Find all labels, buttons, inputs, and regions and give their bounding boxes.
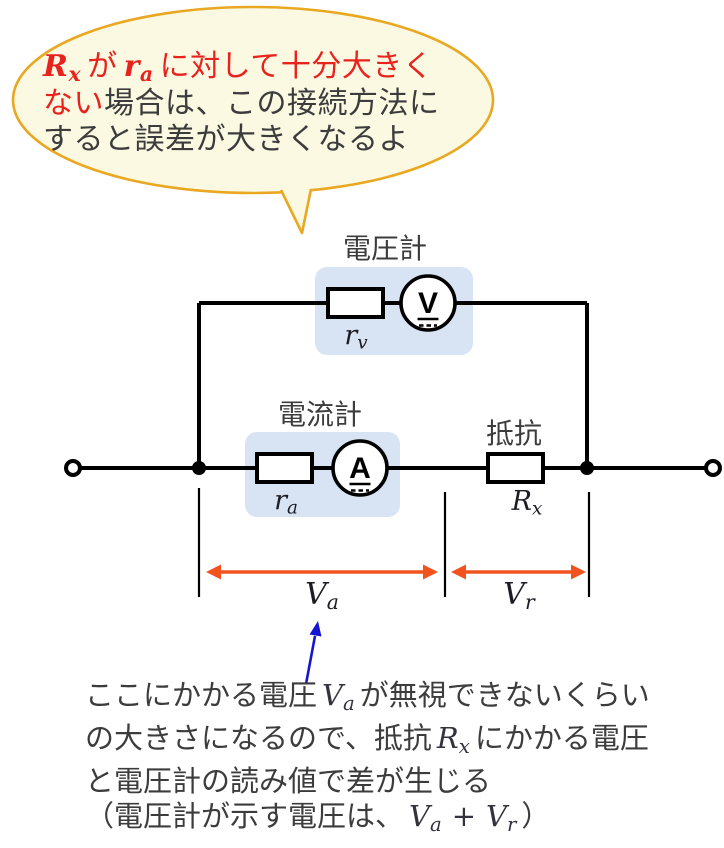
resistor-ra-symbol <box>255 452 314 484</box>
rx-label: Rx <box>511 486 543 520</box>
blue-pointer-arrowhead-icon <box>309 621 322 637</box>
math-va: Va <box>322 678 355 715</box>
bubble-line1-tail: に対して十分大きく <box>159 50 434 83</box>
resistor-rv-symbol <box>326 287 385 319</box>
junction-left-dot <box>192 461 206 475</box>
bubble-line3-text: すると誤差が大きくなるよ <box>43 123 409 156</box>
ammeter-label: 電流計 <box>277 399 363 430</box>
bubble-line2-rest: 場合は、この接続方法に <box>104 87 440 120</box>
resistor-label: 抵抗 <box>485 418 543 449</box>
voltmeter-letter: V <box>418 287 438 320</box>
terminal-right-icon <box>704 459 722 477</box>
resistor-rx-symbol <box>486 452 545 484</box>
vr-arrowhead-right-icon <box>571 564 586 580</box>
junction-right-dot <box>580 461 594 475</box>
bubble-line-3: すると誤差が大きくなるよ <box>43 123 409 156</box>
ra-label: ra <box>274 485 298 519</box>
bubble-line1-mid: が <box>87 50 118 83</box>
vr-label: Vr <box>503 577 535 615</box>
math-plus: + <box>451 799 477 834</box>
math-rx: Rx <box>43 49 82 87</box>
bubble-line-2: ない場合は、この接続方法に <box>43 87 440 120</box>
speech-bubble-tail <box>279 188 313 235</box>
va-arrowhead-right-icon <box>423 564 438 580</box>
va-arrowhead-left-icon <box>206 564 221 580</box>
note-line-4: （電圧計が示す電圧は、Va+Vr） <box>85 799 551 837</box>
voltmeter-label: 電圧計 <box>342 233 428 264</box>
voltmeter-circle-icon <box>399 274 457 332</box>
math-va2: Va <box>409 799 442 837</box>
note-line-3: と電圧計の読み値で差が生じる <box>85 765 492 798</box>
speech-bubble <box>11 5 495 195</box>
terminal-left-icon <box>64 459 82 477</box>
blue-pointer-line <box>304 635 317 685</box>
math-vr2: Vr <box>486 799 517 837</box>
va-label: Va <box>305 577 339 615</box>
ammeter-circle-icon <box>331 439 389 497</box>
ammeter-letter: A <box>349 452 371 485</box>
math-rx-note: Rx <box>436 721 470 759</box>
math-ra: ra <box>123 49 154 87</box>
vr-arrowhead-left-icon <box>451 564 466 580</box>
bubble-line2-red: ない <box>43 87 104 120</box>
rv-label: rv <box>344 320 368 354</box>
